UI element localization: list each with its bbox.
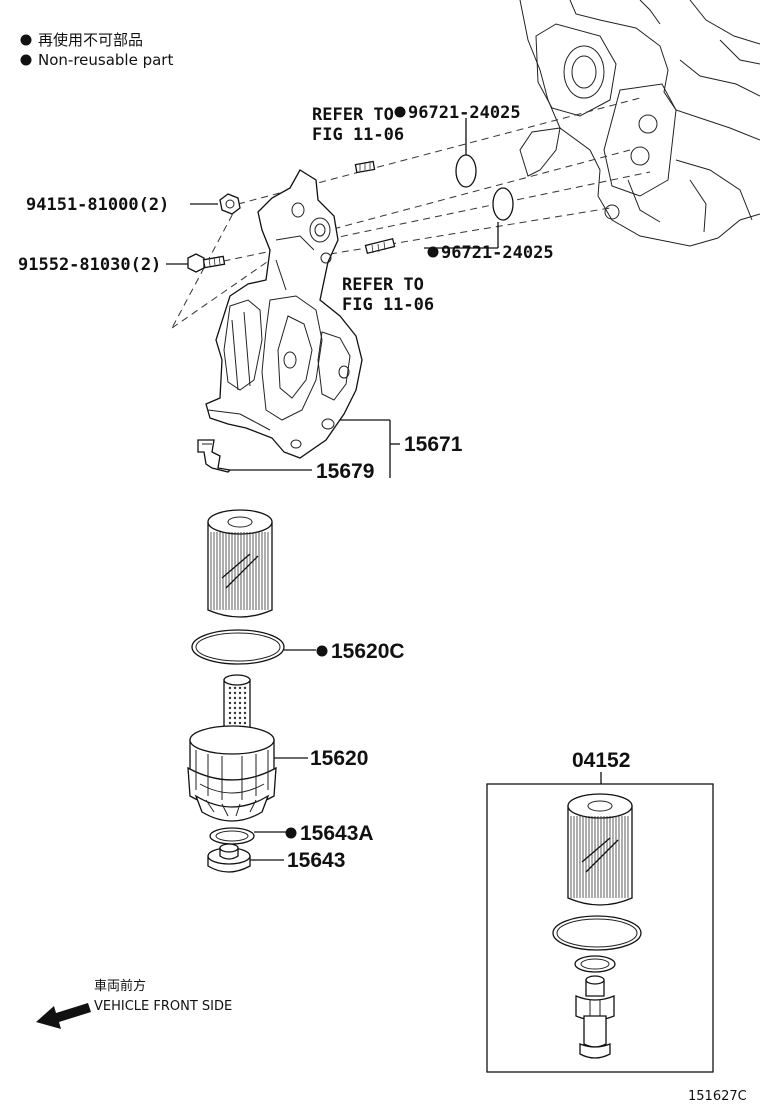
kit-frame [486,783,714,1073]
mesh-hole [238,701,242,705]
gasket-15620c [191,629,285,665]
non-reusable-dot-icon [20,54,32,66]
legend: 再使用不可部品 Non-reusable part [20,31,173,69]
part-label-15620[interactable]: 15620 [310,747,368,770]
mesh-hole [243,711,247,715]
direction-en: VEHICLE FRONT SIDE [94,999,232,1014]
mesh-hole [238,696,242,700]
part-label-15679[interactable]: 15679 [316,460,374,483]
part-label-15643[interactable]: 15643 [287,849,345,872]
mesh-hole [228,711,232,715]
direction-jp: 車両前方 [94,978,146,994]
filter-pleats [570,816,629,898]
mesh-hole [238,716,242,720]
kit-box-04152 [486,783,714,1073]
stud-bolt-mid [364,237,396,255]
mesh-hole [233,701,237,705]
non-reusable-dot-icon [394,106,406,118]
mesh-hole [233,711,237,715]
mesh-hole [238,686,242,690]
part-label-91552[interactable]: 91552-81030(2) [18,255,161,275]
kit-gasket [552,915,642,951]
mesh-hole [243,696,247,700]
mesh-hole [228,691,232,695]
part-label-15620c[interactable]: 15620C [331,640,405,663]
mesh-hole [243,716,247,720]
vehicle-front-direction: 車両前方 VEHICLE FRONT SIDE [36,978,232,1029]
bolt-91552 [187,253,226,273]
mesh-hole [228,706,232,710]
kit-oring [574,955,616,973]
filter-element-15620 [207,509,273,618]
filter-pleats [210,532,269,610]
non-reusable-dot-icon [20,34,32,46]
figure-id: 151627C [688,1089,747,1104]
mesh-hole [238,691,242,695]
mesh-hole [233,696,237,700]
front-arrow-icon [36,1003,91,1029]
mesh-hole [243,721,247,725]
mesh-hole [228,686,232,690]
engine-block-drawing [519,0,760,247]
drain-plug-15643 [207,843,251,873]
oil-filter-bracket-15671 [205,169,363,459]
legend-jp: 再使用不可部品 [38,31,143,49]
nut-94151 [219,193,241,215]
part-label-04152[interactable]: 04152 [572,749,630,772]
mesh-hole [243,686,247,690]
part-label-96721-mid[interactable]: 96721-24025 [441,243,554,263]
refer-fig-label[interactable]: FIG 11-06 [312,125,404,145]
mesh-hole [233,706,237,710]
mesh-hole [243,701,247,705]
mesh-hole [228,716,232,720]
mesh-hole [233,721,237,725]
mesh-hole [238,706,242,710]
stud-bolt-top [354,160,376,174]
part-label-94151[interactable]: 94151-81000(2) [26,195,169,215]
mesh-hole [228,701,232,705]
refer-to-label[interactable]: REFER TO [342,275,424,295]
mesh-hole [233,691,237,695]
mesh-hole [233,716,237,720]
oring-96721-top [455,154,477,188]
filter-cap-15620 [187,674,277,822]
oring-96721-mid [492,187,514,221]
clip-15679 [197,439,232,473]
mesh-hole [238,711,242,715]
leader-lines [166,118,602,861]
kit-drain-fitting [575,975,615,1059]
mesh-hole [233,686,237,690]
non-reusable-dot-icon [285,827,297,839]
refer-to-label[interactable]: REFER TO [312,105,394,125]
part-label-15643a[interactable]: 15643A [300,822,374,845]
mesh-hole [228,721,232,725]
kit-filter-element [567,793,633,906]
part-label-96721-top[interactable]: 96721-24025 [408,103,521,123]
mesh-hole [243,706,247,710]
mesh-hole [228,696,232,700]
refer-fig-label[interactable]: FIG 11-06 [342,295,434,315]
part-label-15671[interactable]: 15671 [404,433,463,456]
non-reusable-dot-icon [427,246,439,258]
oring-15643a [209,827,255,845]
mesh-hole [238,721,242,725]
legend-en: Non-reusable part [38,51,173,69]
mesh-hole [243,691,247,695]
non-reusable-dot-icon [316,645,328,657]
